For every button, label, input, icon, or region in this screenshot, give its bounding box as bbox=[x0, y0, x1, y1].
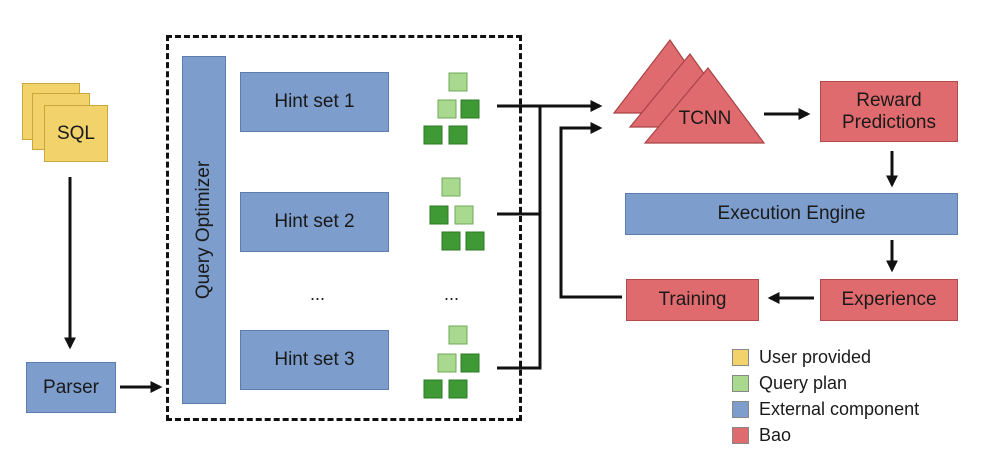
legend-item-user-provided: User provided bbox=[732, 346, 871, 368]
query-plan-1-icon bbox=[423, 72, 480, 145]
reward-predictions-label: Reward Predictions bbox=[842, 89, 936, 133]
execution-engine-box: Execution Engine bbox=[625, 193, 958, 235]
sql-label: SQL bbox=[56, 122, 96, 144]
plan2-merge-line bbox=[497, 106, 542, 216]
plan3-merge-line bbox=[497, 214, 542, 370]
query-plan-2-icon bbox=[429, 177, 485, 251]
hint-set-3-label: Hint set 3 bbox=[274, 349, 355, 371]
tcnn-icon bbox=[612, 38, 766, 144]
legend-item-bao: Bao bbox=[732, 424, 791, 446]
legend-label-external-component: External component bbox=[759, 398, 920, 419]
ellipsis-hint-sets: ... bbox=[310, 284, 326, 304]
connector-arrows bbox=[64, 100, 898, 393]
parser-box: Parser bbox=[26, 362, 116, 413]
hint-set-2-box: Hint set 2 bbox=[240, 192, 389, 252]
legend-label-bao: Bao bbox=[759, 424, 792, 445]
experience-label: Experience bbox=[841, 289, 937, 311]
training-to-tcnn-arrow bbox=[559, 122, 622, 299]
ellipsis-plans: ... bbox=[444, 284, 460, 304]
hint-set-1-box: Hint set 1 bbox=[240, 72, 389, 132]
legend-label-query-plan: Query plan bbox=[759, 372, 848, 393]
query-plan-3-icon bbox=[423, 325, 480, 399]
tcnn-label-wrap: TCNN bbox=[660, 104, 750, 134]
legend-item-external-component: External component bbox=[732, 398, 919, 420]
legend-swatch-bao bbox=[732, 426, 749, 444]
query-optimizer-bar: Query Optimizer bbox=[182, 56, 226, 404]
training-label: Training bbox=[658, 289, 727, 311]
legend-swatch-query-plan bbox=[732, 374, 749, 392]
parser-label: Parser bbox=[43, 376, 99, 398]
tcnn-label: TCNN bbox=[678, 108, 732, 130]
hint-set-1-label: Hint set 1 bbox=[274, 91, 355, 113]
hint-set-3-box: Hint set 3 bbox=[240, 330, 389, 390]
training-box: Training bbox=[626, 279, 759, 321]
legend-swatch-external-component bbox=[732, 400, 749, 418]
legend-swatch-user-provided bbox=[732, 348, 749, 366]
legend-item-query-plan: Query plan bbox=[732, 372, 847, 394]
experience-box: Experience bbox=[820, 279, 958, 321]
hint-set-2-label: Hint set 2 bbox=[274, 211, 355, 233]
reward-predictions-box: Reward Predictions bbox=[820, 81, 958, 142]
sql-doc: SQL bbox=[44, 105, 108, 162]
legend-label-user-provided: User provided bbox=[759, 346, 872, 367]
optimizer-container bbox=[166, 35, 522, 421]
execution-engine-label: Execution Engine bbox=[717, 203, 866, 225]
